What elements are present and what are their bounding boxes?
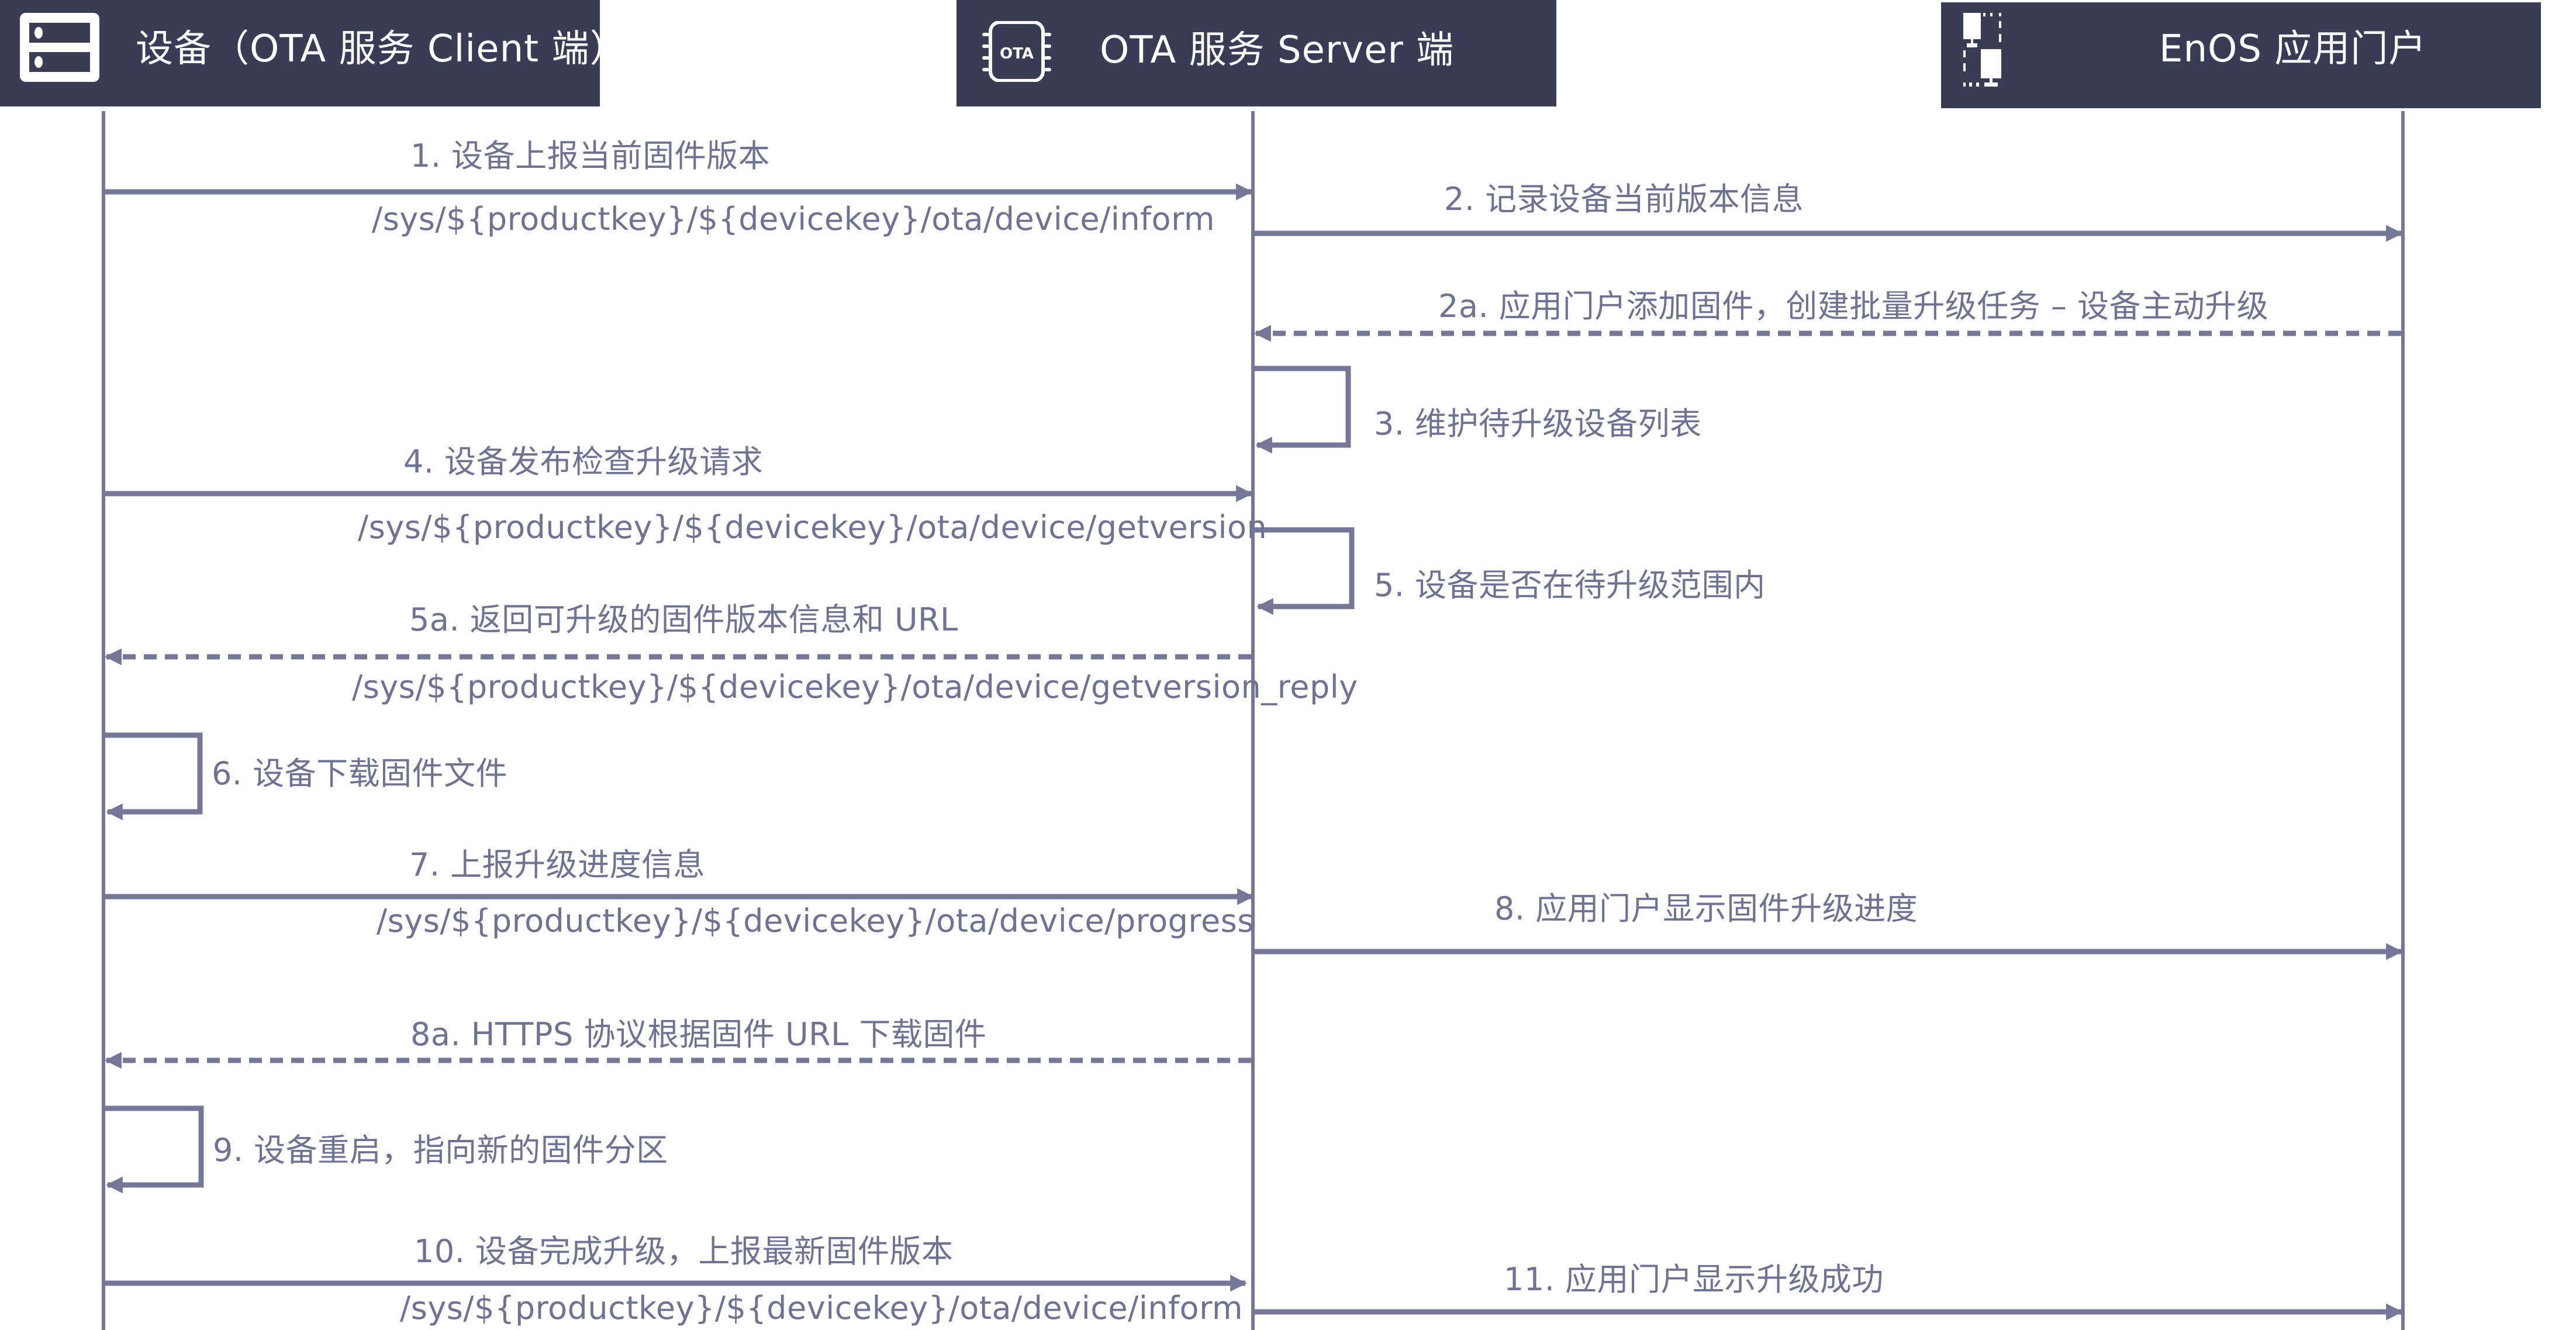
message-topic-4: /sys/${productkey}/${devicekey}/ota/devi… [358, 509, 1268, 546]
message-topic-10: /sys/${productkey}/${devicekey}/ota/devi… [400, 1290, 1243, 1326]
participant-header-portal: EnOS 应用门户 [1941, 2, 2541, 108]
participant-title-server: OTA 服务 Server 端 [1100, 29, 1455, 72]
message-topic-7: /sys/${productkey}/${devicekey}/ota/devi… [377, 902, 1254, 939]
ota-chip-icon: OTA [981, 20, 1054, 82]
participant-title-portal: EnOS 应用门户 [2159, 27, 2427, 71]
message-arrow-3 [1255, 366, 1351, 454]
message-label-6: 6. 设备下载固件文件 [212, 755, 508, 792]
message-label-11: 11. 应用门户显示升级成功 [1504, 1261, 1884, 1298]
message-label-4: 4. 设备发布检查升级请求 [403, 443, 764, 480]
message-topic-5a: /sys/${productkey}/${devicekey}/ota/devi… [352, 669, 1358, 705]
message-label-8: 8. 应用门户显示固件升级进度 [1494, 890, 1918, 927]
message-label-10: 10. 设备完成升级，上报最新固件版本 [414, 1233, 954, 1270]
message-label-2: 2. 记录设备当前版本信息 [1444, 181, 1804, 218]
message-arrow-5 [1255, 527, 1355, 615]
message-arrow-6 [105, 732, 203, 821]
participant-header-client: 设备（OTA 服务 Client 端） [0, 0, 627, 106]
network-monitors-icon [1963, 12, 2004, 89]
message-label-9: 9. 设备重启，指向新的固件分区 [213, 1132, 668, 1169]
message-topic-1: /sys/${productkey}/${devicekey}/ota/devi… [372, 201, 1215, 237]
message-label-5: 5. 设备是否在待升级范围内 [1374, 567, 1766, 604]
message-label-5a: 5a. 返回可升级的固件版本信息和 URL [409, 601, 958, 638]
participant-header-server: OTA OTA 服务 Server 端 [956, 0, 1556, 106]
message-label-8a: 8a. HTTPS 协议根据固件 URL 下载固件 [410, 1016, 987, 1053]
message-label-3: 3. 维护待升级设备列表 [1374, 405, 1702, 442]
device-server-icon [19, 13, 101, 82]
message-label-1: 1. 设备上报当前固件版本 [410, 137, 771, 174]
message-arrow-9 [105, 1105, 204, 1194]
message-label-7: 7. 上报升级进度信息 [409, 846, 706, 883]
participant-title-client: 设备（OTA 服务 Client 端） [136, 27, 628, 71]
message-label-2a: 2a. 应用门户添加固件，创建批量升级任务 – 设备主动升级 [1438, 288, 2269, 325]
svg-text:OTA: OTA [1000, 45, 1034, 63]
